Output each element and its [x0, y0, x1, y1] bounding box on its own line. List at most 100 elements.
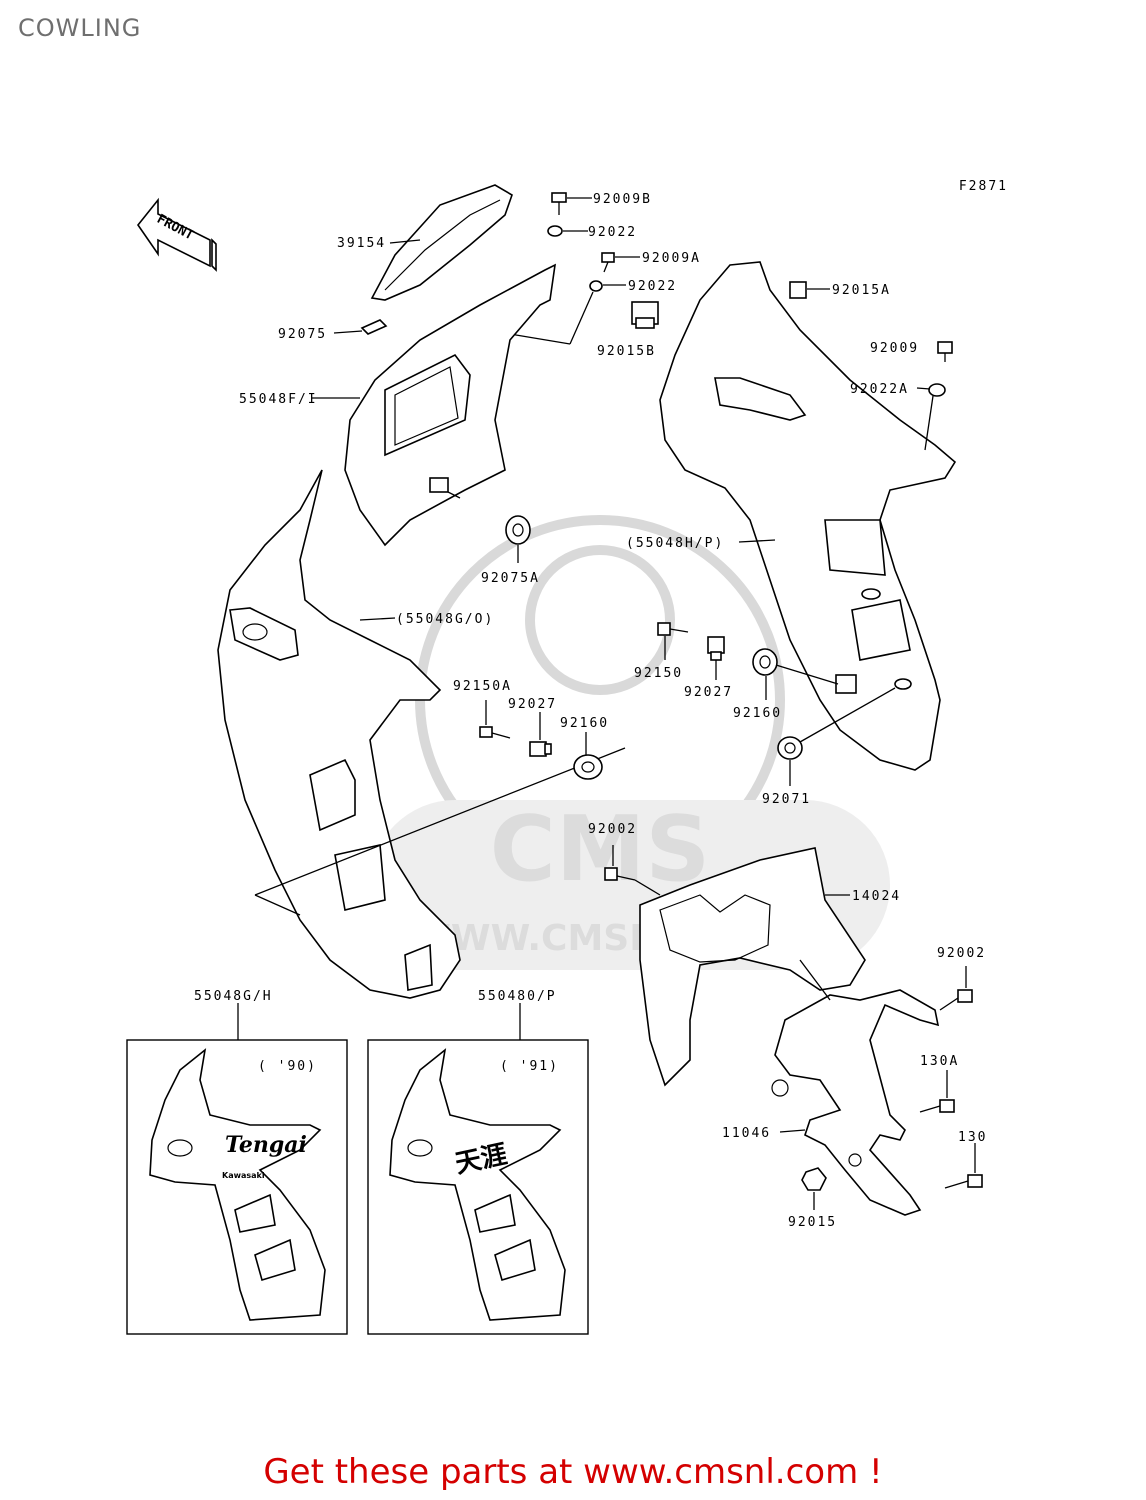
bolt-92009A-icon: [601, 252, 615, 273]
diagram-stroke: [505, 515, 531, 545]
diagram-stroke: [714, 377, 807, 421]
diagram-stroke: [799, 959, 831, 1001]
clip-92015A-icon: [789, 281, 807, 299]
label-92150: 92150: [634, 666, 683, 681]
diagram-stroke: [544, 743, 552, 755]
diagram-stroke: [861, 588, 881, 600]
diagram-stroke: [211, 238, 217, 272]
grommet-92075A-icon: [505, 515, 531, 545]
diagram-stroke: [407, 1139, 433, 1157]
footer-shop-link[interactable]: Get these parts at www.cmsnl.com !: [263, 1452, 883, 1492]
diagram-stroke: [738, 539, 776, 543]
grommet-92160b-icon: [752, 648, 778, 676]
diagram-stroke: [509, 333, 571, 345]
diagram-stroke: [581, 761, 595, 773]
diagram-stroke: [937, 341, 953, 354]
inset-year-1990: ( '90): [258, 1059, 317, 1074]
bolt-92150-icon: [657, 622, 689, 636]
diagram-stroke: [777, 736, 803, 760]
label-92009A: 92009A: [642, 251, 701, 266]
washer-92022A-icon: [928, 383, 946, 397]
diagram-stroke: [635, 317, 655, 329]
diagram-stroke: [512, 523, 524, 537]
diagram-stroke: [707, 636, 725, 654]
diagram-stroke: [924, 395, 934, 451]
grommet-92071-icon: [777, 736, 803, 760]
diagram-stroke: [759, 655, 771, 669]
diagram-stroke: [254, 747, 626, 896]
bolt-92009B-icon: [551, 192, 567, 215]
diagram-stroke: [634, 879, 661, 896]
label-92027-a: 92027: [508, 697, 557, 712]
collar-92027-icon: [529, 741, 552, 757]
diagram-stroke: [775, 664, 839, 685]
inset-1990-decal: Tengai: [225, 1132, 307, 1158]
diagram-stroke: [479, 726, 493, 738]
label-39154: 39154: [337, 236, 386, 251]
diagram-stroke: [429, 477, 449, 493]
label-55048HP: (55048H/P): [626, 536, 724, 551]
diagram-stroke: [616, 875, 636, 881]
diagram-stroke: [848, 1153, 862, 1167]
diagram-stroke: [404, 943, 433, 991]
diagram-stroke: [939, 1099, 955, 1113]
diagram-stroke: [916, 387, 931, 390]
bolt-130A-icon: [919, 1099, 955, 1113]
diagram-stroke: [569, 291, 594, 345]
diagram-stroke: [957, 989, 973, 1003]
label-92022-a: 92022: [588, 225, 637, 240]
diagram-stroke: [334, 844, 386, 911]
diagram-stroke: [944, 1180, 969, 1189]
diagram-stroke: [771, 1079, 789, 1097]
collar-92027b-icon: [707, 636, 725, 661]
diagram-stroke: [254, 1238, 296, 1282]
diagram-stroke: [389, 239, 421, 244]
bolt-92150A-icon: [479, 726, 511, 739]
label-92009B: 92009B: [593, 192, 652, 207]
label-55048FI: 55048F/I: [239, 392, 318, 407]
clip-92015B-icon: [631, 301, 659, 329]
label-92071: 92071: [762, 792, 811, 807]
diagram-stroke: [137, 197, 211, 268]
inset-year-1991: ( '91): [500, 1059, 559, 1074]
part-55048GO-shape: [217, 469, 461, 999]
label-92150A: 92150A: [453, 679, 512, 694]
diagram-stroke: [384, 353, 471, 457]
label-92160-b: 92160: [733, 706, 782, 721]
diagram-stroke: [474, 1193, 516, 1233]
part-11046-shape: [774, 989, 940, 1216]
diagram-stroke: [710, 651, 722, 661]
diagram-stroke: [752, 648, 778, 676]
diagram-stroke: [229, 607, 299, 661]
diagram-stroke: [234, 1193, 276, 1233]
label-92015: 92015: [788, 1215, 837, 1230]
diagram-stroke: [360, 319, 388, 335]
bolt-130-icon: [944, 1174, 983, 1189]
label-92015A: 92015A: [832, 283, 891, 298]
label-92160-a: 92160: [560, 716, 609, 731]
diagram-stroke: [167, 1139, 193, 1157]
diagram-stroke: [669, 628, 689, 633]
diagram-stroke: [779, 1129, 806, 1133]
diagram-stroke: [309, 758, 356, 832]
label-14024: 14024: [852, 889, 901, 904]
label-92027-b: 92027: [684, 685, 733, 700]
diagram-stroke: [333, 330, 363, 334]
label-92015B: 92015B: [597, 344, 656, 359]
washer-92022-icon: [547, 225, 563, 237]
bolt-92002b-icon: [939, 989, 973, 1011]
label-92009: 92009: [870, 341, 919, 356]
label-55048OP: 550480/P: [478, 989, 557, 1004]
part-14024-shape: [639, 847, 866, 1087]
diagram-stroke: [254, 894, 301, 916]
diagram-stroke: [394, 366, 459, 446]
diagram-stroke: [801, 1167, 827, 1191]
diagram-stroke: [824, 519, 886, 576]
label-130A: 130A: [920, 1054, 959, 1069]
diagram-stroke: [789, 281, 807, 299]
front-arrow-icon: FRONT: [137, 197, 217, 272]
label-92002-b: 92002: [937, 946, 986, 961]
bolt-92002a-icon: [604, 867, 636, 881]
diagram-stroke: [551, 192, 567, 203]
